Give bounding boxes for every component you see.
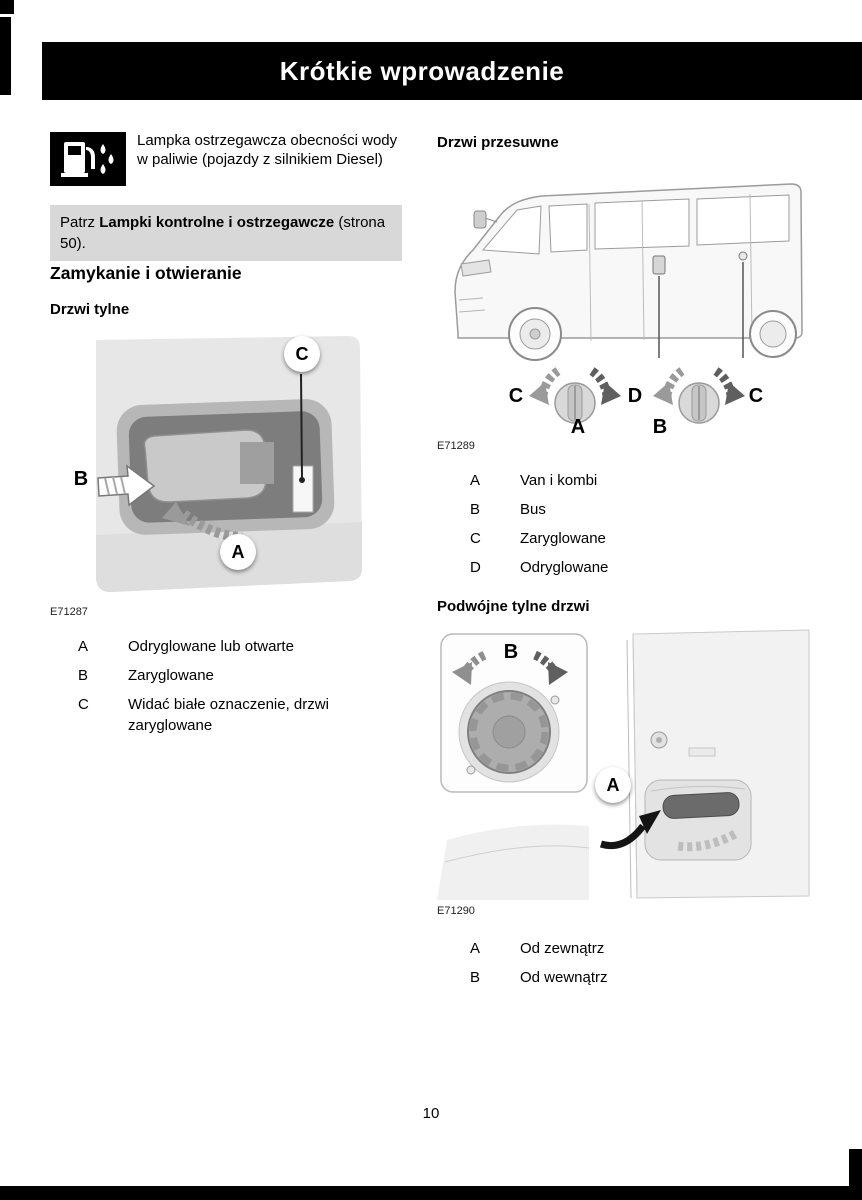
legend-key: B — [470, 501, 481, 518]
exterior-door-handle — [662, 792, 740, 819]
page-number: 10 — [422, 1105, 440, 1122]
label-a: A — [570, 416, 586, 438]
lock-dial-van — [529, 367, 621, 424]
page-bottom-bar — [0, 1186, 862, 1200]
section-heading-closing-opening: Zamykanie i otwieranie — [50, 263, 242, 283]
note-bold-reference: Lampki kontrolne i ostrzegawcze — [99, 214, 335, 231]
binding-mark-top-square — [0, 0, 14, 14]
open-from-outside-arrow — [599, 810, 661, 850]
legend-row: A Od zewnątrz — [470, 938, 800, 959]
chapter-tab-right — [849, 1149, 862, 1189]
label-c-right: C — [748, 385, 764, 407]
legend-row: B Od wewnątrz — [470, 967, 800, 988]
rear-door-legend: A Odryglowane lub otwarte B Zaryglowane … — [78, 636, 380, 744]
legend-text: Van i kombi — [520, 472, 598, 489]
label-b: B — [652, 416, 668, 438]
legend-key: A — [470, 940, 481, 957]
callout-c: C — [284, 336, 320, 372]
legend-key: B — [78, 667, 89, 684]
legend-row: C Zaryglowane — [470, 528, 800, 549]
double-rear-door-figure: B A — [437, 628, 812, 900]
note-suffix: (strona 50). — [60, 214, 386, 252]
subsection-heading-double-rear-door: Podwójne tylne drzwi — [437, 598, 590, 615]
legend-text: Odryglowane — [520, 559, 609, 576]
legend-text: Od wewnątrz — [520, 969, 608, 986]
legend-text: Odryglowane lub otwarte — [128, 638, 294, 655]
rear-door-illustration — [96, 336, 362, 593]
handle-pull-arrow — [676, 829, 738, 852]
label-c-left: C — [508, 385, 524, 407]
double-rear-door-illustration — [437, 629, 810, 900]
label-b: B — [73, 468, 89, 490]
legend-text: Od zewnątrz — [520, 940, 605, 957]
subsection-heading-sliding-door: Drzwi przesuwne — [437, 134, 559, 151]
legend-row: B Bus — [470, 499, 800, 520]
warning-lamp-description: Lampka ostrzegawcza obecności wody w pal… — [137, 132, 398, 168]
legend-key: A — [78, 638, 89, 655]
water-in-fuel-warning-icon — [50, 132, 126, 186]
legend-text: Zaryglowane — [128, 667, 214, 684]
binding-mark-top-bar — [0, 17, 11, 95]
rear-door-figure: C B A — [50, 330, 365, 604]
unlock-direction-arrow — [97, 464, 156, 507]
legend-text: Bus — [520, 501, 546, 518]
callout-a: A — [220, 534, 256, 570]
white-lock-indicator — [292, 465, 314, 513]
legend-key: C — [470, 530, 481, 547]
double-rear-door-legend: A Od zewnątrz B Od wewnątrz — [470, 938, 800, 996]
legend-row: B Zaryglowane — [78, 665, 380, 686]
subsection-heading-rear-door: Drzwi tylne — [50, 301, 130, 318]
callout-lines — [658, 262, 744, 358]
legend-row: A Van i kombi — [470, 470, 800, 491]
figure-caption: E71287 — [50, 606, 88, 618]
legend-key: D — [470, 559, 481, 576]
sliding-door-handle — [652, 255, 666, 275]
label-b: B — [503, 641, 519, 663]
lock-dial-bus — [653, 367, 745, 424]
fuel-pump-glyph — [61, 142, 114, 177]
legend-key: B — [470, 969, 481, 986]
label-d: D — [627, 385, 643, 407]
legend-text: Zaryglowane — [520, 530, 606, 547]
figure-caption: E71290 — [437, 905, 475, 917]
van-illustration — [454, 183, 803, 424]
reference-note: Patrz Lampki kontrolne i ostrzegawcze (s… — [50, 205, 402, 261]
sliding-door-legend: A Van i kombi B Bus C Zaryglowane D Odry… — [470, 470, 800, 586]
figure-caption: E71289 — [437, 440, 475, 452]
page-title: Krótkie wprowadzenie — [279, 55, 565, 86]
legend-key: C — [78, 696, 89, 713]
chapter-header: Krótkie wprowadzenie — [42, 42, 862, 100]
legend-text: Widać białe oznaczenie, drzwi zaryglowan… — [128, 696, 329, 734]
legend-key: A — [470, 472, 481, 489]
legend-row: D Odryglowane — [470, 557, 800, 578]
knob-rotation-arrows — [452, 650, 568, 685]
callout-a: A — [595, 767, 631, 803]
legend-row: A Odryglowane lub otwarte — [78, 636, 380, 657]
note-prefix: Patrz — [60, 214, 100, 231]
sliding-door-figure: C D C A B — [437, 160, 812, 445]
legend-row: C Widać białe oznaczenie, drzwi zaryglow… — [78, 694, 380, 736]
